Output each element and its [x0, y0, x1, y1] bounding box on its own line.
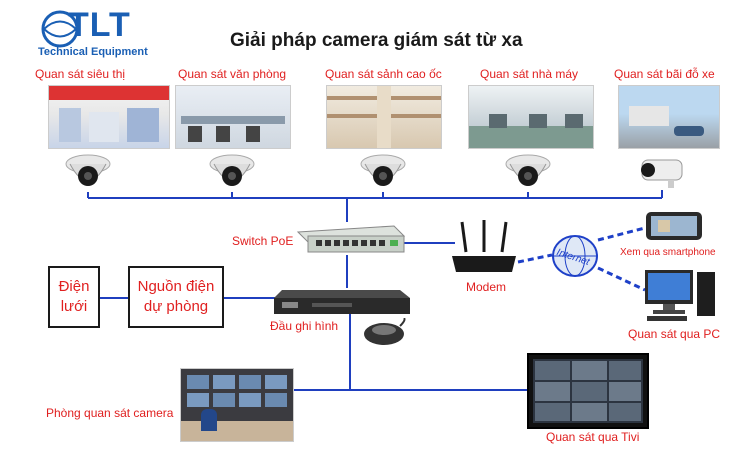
supermarket-photo — [48, 85, 170, 149]
camera-label-parking: Quan sát bãi đỗ xe — [614, 67, 715, 81]
grid-power-line1: Điện — [58, 278, 90, 295]
smartphone-icon — [646, 212, 702, 240]
desktop-pc-icon — [645, 270, 715, 321]
tv-label: Quan sát qua Tivi — [546, 430, 640, 444]
dome-camera-icon — [360, 154, 406, 186]
recorder-label: Đầu ghi hình — [270, 319, 339, 333]
bullet-camera-icon — [641, 159, 683, 188]
mouse-icon — [364, 318, 406, 345]
grid-power-line2: lưới — [60, 298, 88, 315]
factory-photo — [468, 85, 594, 149]
parking-photo — [618, 85, 720, 149]
logo-text: TLT — [68, 6, 131, 44]
office-photo — [175, 85, 291, 149]
control-room-photo — [180, 368, 294, 442]
logo-subtitle: Technical Equipment — [38, 46, 148, 58]
tv-icon — [527, 353, 649, 429]
dome-camera-icon — [209, 154, 255, 186]
switch-label: Switch PoE — [232, 234, 294, 248]
camera-label-supermarket: Quan sát siêu thị — [35, 67, 126, 81]
control-room-label: Phòng quan sát camera — [46, 406, 174, 420]
camera-label-factory: Quan sát nhà máy — [480, 67, 579, 81]
pc-label: Quan sát qua PC — [628, 327, 721, 341]
backup-power-line2: dự phòng — [143, 298, 209, 315]
internet-globe-icon — [552, 235, 598, 277]
lobby-photo — [326, 85, 442, 149]
modem-label: Modem — [466, 280, 507, 294]
dvr-recorder-icon — [274, 290, 410, 314]
router-icon — [452, 220, 516, 272]
smartphone-label: Xem qua smartphone — [620, 247, 716, 258]
diagram-title: Giải pháp camera giám sát từ xa — [230, 30, 523, 51]
globe-logo-icon — [41, 10, 79, 48]
poe-switch-icon — [296, 225, 406, 253]
dome-camera-icon — [505, 154, 551, 186]
camera-label-lobby: Quan sát sảnh cao ốc — [325, 67, 442, 81]
brand-logo: TLT Technical Equipment — [38, 6, 158, 60]
grid-power-box: Điện lưới — [48, 266, 100, 328]
backup-power-line1: Nguồn điện — [137, 278, 215, 295]
camera-label-office: Quan sát văn phòng — [178, 67, 287, 81]
dome-camera-icon — [65, 154, 111, 186]
backup-power-box: Nguồn điện dự phòng — [128, 266, 224, 328]
